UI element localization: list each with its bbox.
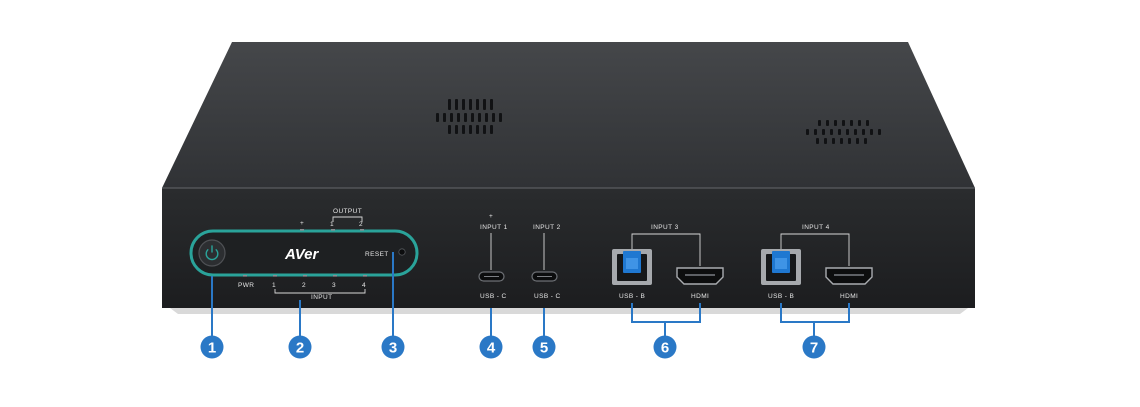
callout-1: 1 (200, 335, 224, 359)
reset-button[interactable] (398, 248, 406, 256)
input-4-label: 4 (362, 282, 366, 289)
led-indicators (243, 229, 367, 277)
svg-text:7: 7 (810, 340, 818, 357)
control-panel: AVer RESET + OUTPUT 1 2 PWR 1 2 3 4 INPU… (189, 208, 419, 301)
callout-6: 6 (653, 335, 677, 359)
callout-4: 4 (479, 335, 503, 359)
hdmi-label-4: HDMI (840, 293, 858, 300)
input-bracket (274, 289, 366, 294)
usb-b-label-4: USB - B (768, 293, 794, 300)
input2-label: INPUT 2 (533, 224, 561, 231)
output-label: OUTPUT (333, 208, 362, 215)
usb-b-port-input-3[interactable] (612, 249, 652, 285)
input-3-port-group: INPUT 3 USB - B HDMI (612, 224, 724, 300)
callout-5: 5 (532, 335, 556, 359)
usb-c-label-2: USB - C (534, 293, 561, 300)
hdmi-port-input-4[interactable] (825, 267, 873, 285)
top-vent-left (436, 99, 502, 134)
usb-c-port-input-2[interactable]: INPUT 2 USB - C (531, 224, 561, 300)
svg-text:3: 3 (389, 340, 397, 357)
svg-text:5: 5 (540, 340, 548, 357)
input-2-label: 2 (302, 282, 306, 289)
input-4-port-group: INPUT 4 USB - B HDMI (761, 224, 873, 300)
callout-2: 2 (288, 335, 312, 359)
plus-mark: + (300, 220, 304, 227)
output-bracket (332, 216, 363, 222)
power-icon (205, 245, 219, 261)
reset-label: RESET (365, 251, 389, 258)
usb-c-port-input-1[interactable]: + INPUT 1 USB - C (478, 213, 508, 300)
usb-c-label-1: USB - C (480, 293, 507, 300)
input1-plus-mark: + (489, 213, 493, 220)
pwr-label: PWR (238, 282, 254, 289)
top-vent-right (806, 120, 881, 144)
input1-label: INPUT 1 (480, 224, 508, 231)
chassis-top (162, 42, 975, 188)
input-3-label: 3 (332, 282, 336, 289)
svg-text:4: 4 (487, 340, 496, 357)
input-1-label: 1 (272, 282, 276, 289)
callout-3: 3 (381, 335, 405, 359)
callout-lines (211, 252, 850, 336)
output-1-label: 1 (330, 221, 334, 228)
callout-badges: 1 2 3 4 5 6 7 (200, 335, 826, 359)
power-button[interactable] (198, 239, 226, 267)
input4-label: INPUT 4 (802, 224, 830, 231)
brand-logo: AVer (284, 246, 320, 263)
usb-b-port-input-4[interactable] (761, 249, 801, 285)
output-2-label: 2 (359, 221, 363, 228)
svg-text:2: 2 (296, 340, 304, 357)
hdmi-port-input-3[interactable] (676, 267, 724, 285)
chassis-foot-shadow (170, 308, 968, 314)
input-group-label: INPUT (311, 294, 333, 301)
hdmi-label-3: HDMI (691, 293, 709, 300)
usb-b-label-3: USB - B (619, 293, 645, 300)
callout-7: 7 (802, 335, 826, 359)
input3-label: INPUT 3 (651, 224, 679, 231)
svg-text:1: 1 (208, 340, 216, 357)
svg-text:6: 6 (661, 340, 669, 357)
